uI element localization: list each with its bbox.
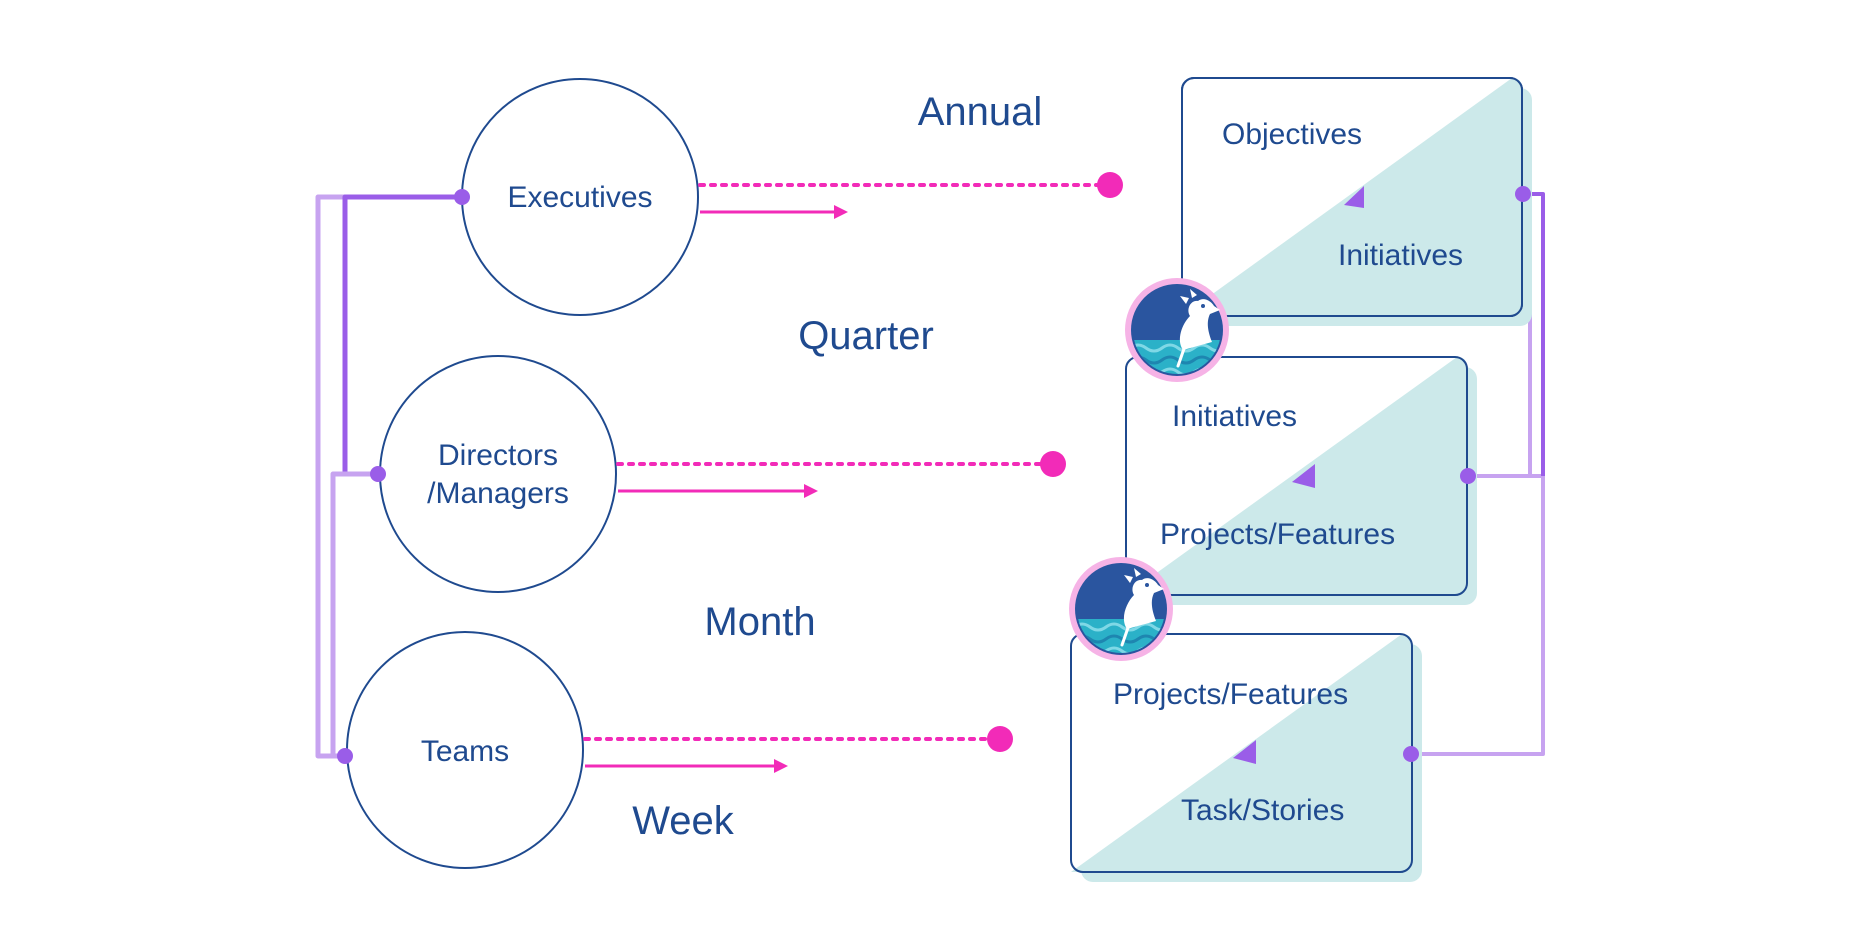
card-1-top-label: Objectives (1222, 118, 1362, 151)
dragon-boat-icon (1069, 557, 1173, 661)
executives-arrow-icon (834, 205, 848, 219)
link-directors (616, 451, 1066, 498)
card-objectives-initiatives: Objectives Initiatives (1181, 77, 1532, 326)
directors-label-line1: Directors (438, 439, 558, 472)
period-annual: Annual (918, 90, 1043, 134)
card-3-pointer-icon (1233, 740, 1256, 764)
teams-connector-dot (337, 748, 353, 764)
node-executives: Executives (461, 78, 699, 316)
link-executives (698, 172, 1123, 219)
teams-arrow-icon (774, 759, 788, 773)
card-projects-tasks: Projects/Features Task/Stories (1070, 633, 1422, 882)
card-2-bottom-label: Projects/Features (1160, 518, 1395, 551)
directors-connector-dot (370, 466, 386, 482)
card-3-top-label: Projects/Features (1113, 678, 1348, 711)
node-directors-managers: Directors /Managers (379, 355, 617, 593)
dragon-boat-icon (1125, 278, 1229, 382)
node-teams: Teams (346, 631, 584, 869)
card-3-bottom-label: Task/Stories (1181, 794, 1344, 827)
link-teams (583, 726, 1013, 773)
period-week: Week (632, 799, 735, 843)
executives-connector-dot (454, 189, 470, 205)
directors-label-line2: /Managers (427, 477, 569, 510)
teams-link-end-dot (987, 726, 1013, 752)
executives-label: Executives (507, 181, 652, 214)
card-2-connector-dot (1460, 468, 1476, 484)
card-1-pointer-icon (1344, 186, 1364, 208)
card-3-connector-dot (1403, 746, 1419, 762)
directors-link-end-dot (1040, 451, 1066, 477)
teams-label: Teams (421, 735, 509, 768)
card-1-connector-dot (1515, 186, 1531, 202)
card-initiatives-projects: Initiatives Projects/Features (1125, 356, 1477, 605)
period-month: Month (704, 600, 815, 644)
directors-arrow-icon (804, 484, 818, 498)
card-2-top-label: Initiatives (1172, 400, 1297, 433)
card-2-pointer-icon (1292, 464, 1315, 488)
card-1-bottom-label: Initiatives (1338, 239, 1463, 272)
executives-link-end-dot (1097, 172, 1123, 198)
period-quarter: Quarter (798, 314, 934, 358)
